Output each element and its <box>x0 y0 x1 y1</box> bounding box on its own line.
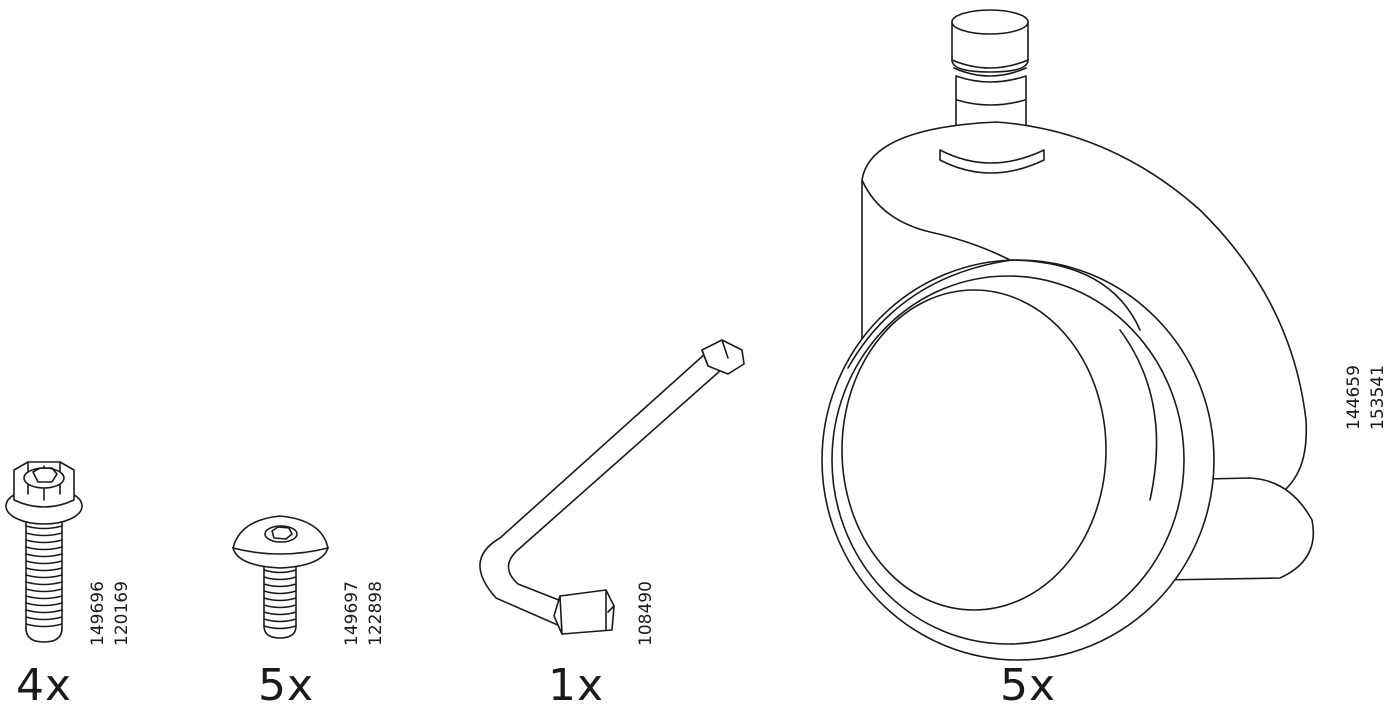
flange-bolt-quantity: 4x <box>16 660 73 711</box>
screw-thread-line <box>263 583 297 588</box>
bolt-thread-line <box>25 567 63 572</box>
screw-thread-line <box>263 597 297 602</box>
bolt-thread-line <box>25 595 63 600</box>
screw-thread-line <box>263 625 297 630</box>
bolt-thread-line <box>25 581 63 586</box>
flange-bolt-code-1: 149696 <box>88 581 108 646</box>
caster-wheel-quantity: 5x <box>1000 660 1057 711</box>
screw-thread-line <box>263 618 297 623</box>
bolt-thread-line <box>25 553 63 558</box>
screw-thread-line <box>263 590 297 595</box>
bolt-thread-line <box>25 616 63 621</box>
bolt-thread-line <box>25 574 63 579</box>
caster-wheel-illustration <box>821 9 1314 661</box>
screw-thread-line <box>263 576 297 581</box>
allen-key-code: 108490 <box>636 581 656 646</box>
bolt-thread-line <box>25 588 63 593</box>
allen-key-illustration <box>479 339 745 635</box>
bolt-thread-line <box>25 546 63 551</box>
flange-bolt-code-2: 120169 <box>112 581 132 646</box>
button-screw-code-2: 122898 <box>366 581 386 646</box>
bolt-thread-line <box>25 602 63 607</box>
caster-wheel-code-1: 144659 <box>1344 365 1364 430</box>
bolt-thread-line <box>25 609 63 614</box>
screw-thread-line <box>263 569 297 574</box>
button-screw-illustration <box>232 515 329 639</box>
screw-thread-line <box>263 604 297 609</box>
allen-key-quantity: 1x <box>548 660 605 711</box>
bolt-thread-line <box>25 532 63 537</box>
button-screw-code-1: 149697 <box>342 581 362 646</box>
bolt-thread-line <box>25 560 63 565</box>
caster-wheel-code-2: 153541 <box>1368 365 1388 430</box>
bolt-thread-line <box>25 623 63 628</box>
flange-bolt-illustration <box>5 461 83 643</box>
bolt-thread-line <box>25 525 63 530</box>
button-screw-quantity: 5x <box>258 660 315 711</box>
bolt-thread-line <box>25 539 63 544</box>
screw-thread-line <box>263 611 297 616</box>
